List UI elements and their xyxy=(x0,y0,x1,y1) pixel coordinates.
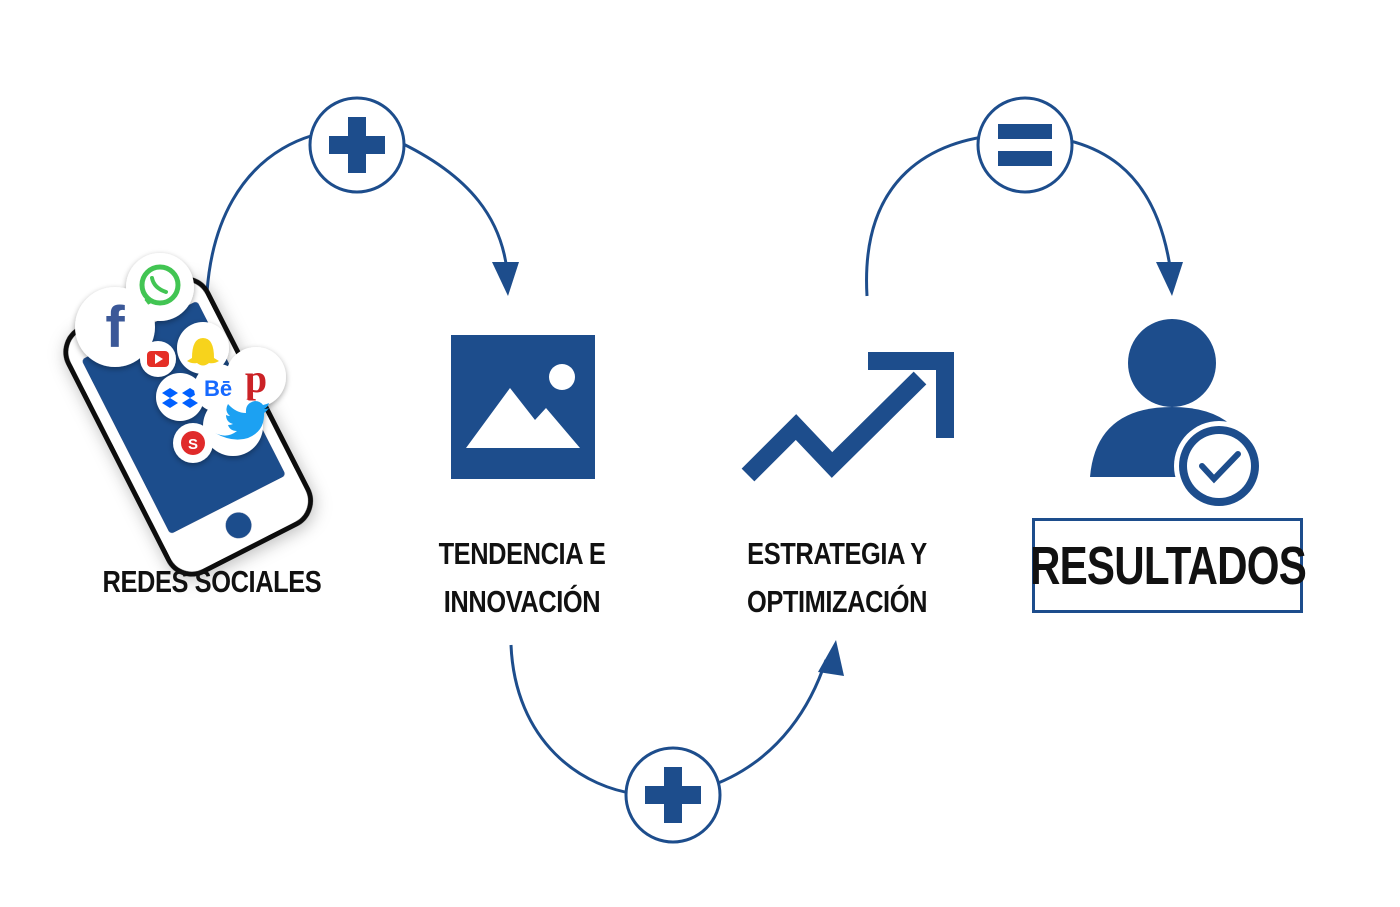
arrowhead-up-icon xyxy=(818,640,844,676)
image-placeholder-icon xyxy=(451,335,595,479)
plus-icon xyxy=(624,746,722,844)
label-estrategia-optimizacion: ESTRATEGIA Y OPTIMIZACIÓN xyxy=(735,530,938,626)
label-line: ESTRATEGIA Y xyxy=(747,536,927,571)
svg-text:p: p xyxy=(245,356,267,401)
svg-text:f: f xyxy=(105,295,125,360)
youtube-icon xyxy=(140,341,176,377)
plus-icon xyxy=(308,96,406,194)
facebook-icon: f xyxy=(75,287,155,367)
label-line: OPTIMIZACIÓN xyxy=(746,584,928,619)
equals-icon xyxy=(976,96,1074,194)
dropbox-icon xyxy=(156,373,204,421)
svg-text:S: S xyxy=(188,436,198,453)
label-line: REDES SOCIALES xyxy=(102,564,322,599)
label-redes-sociales: REDES SOCIALES xyxy=(102,558,322,606)
arrowhead-down-icon xyxy=(1156,262,1183,296)
trending-up-arrow-icon xyxy=(741,352,954,482)
skype-icon: S xyxy=(173,423,213,463)
twitter-icon xyxy=(203,396,269,456)
arrowhead-down-icon xyxy=(492,262,519,296)
user-check-icon xyxy=(1090,319,1264,511)
results-box: RESULTADOS xyxy=(1029,518,1306,613)
results-label: RESULTADOS xyxy=(1029,535,1306,596)
snapchat-icon xyxy=(177,322,229,374)
label-line: INNOVACIÓN xyxy=(443,584,601,619)
check-icon xyxy=(1199,451,1241,484)
smartphone-with-social-apps-icon: f p xyxy=(63,253,313,577)
label-line: TENDENCIA E xyxy=(438,536,606,571)
label-tendencia-innovacion: TENDENCIA E INNOVACIÓN xyxy=(422,530,622,626)
